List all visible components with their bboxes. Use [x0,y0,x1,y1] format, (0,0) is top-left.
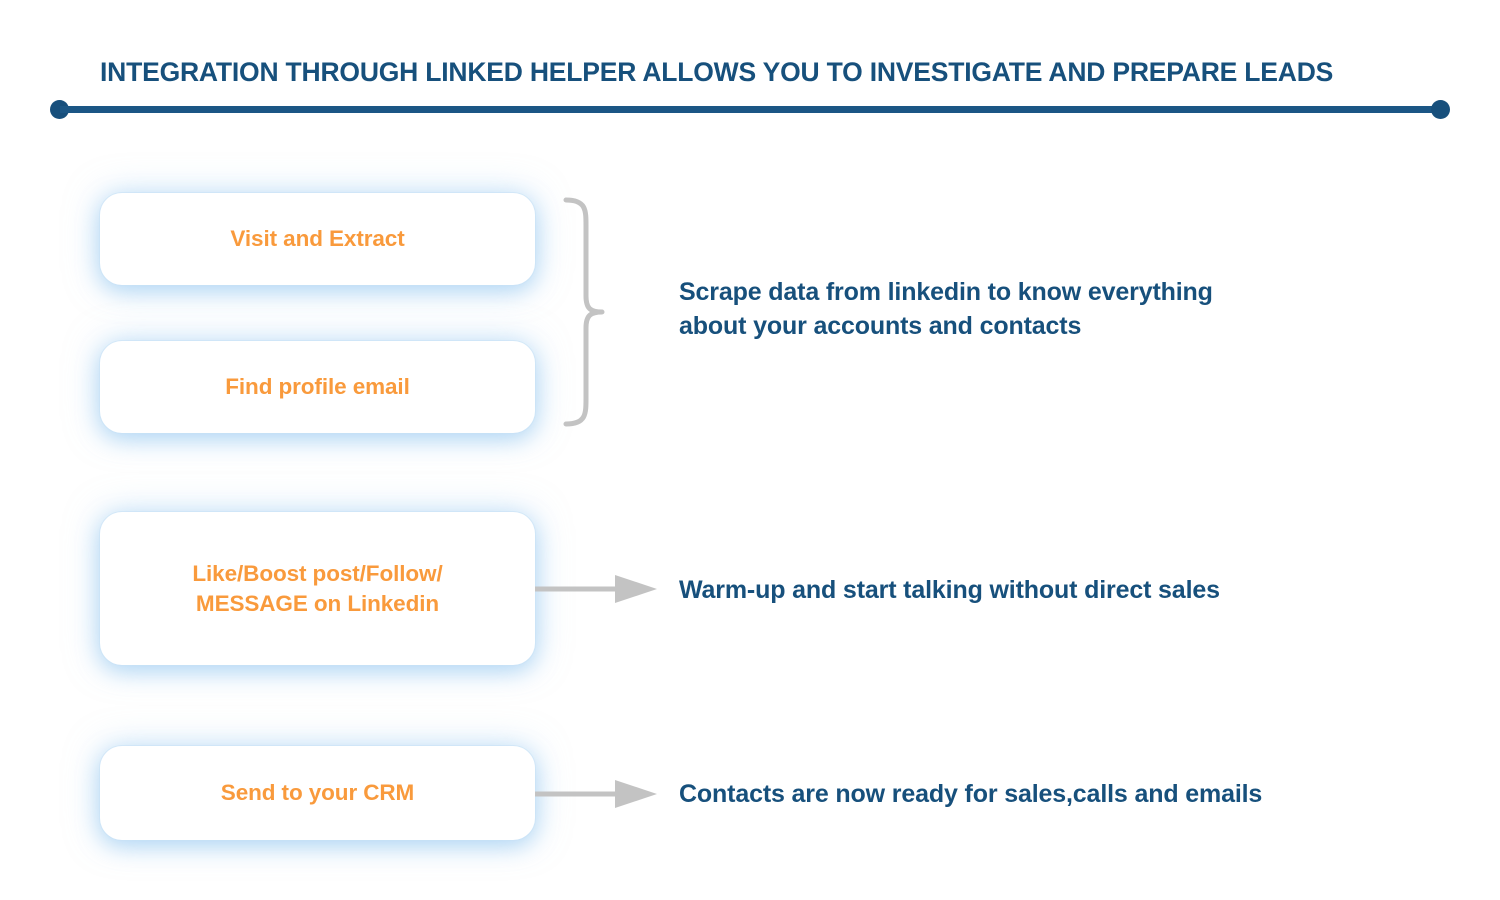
step-card-label: Visit and Extract [230,226,405,252]
curly-brace-icon [563,197,605,427]
arrow-right-icon [535,575,657,603]
step-card-label: Find profile email [225,374,410,400]
step-card-label: Like/Boost post/Follow/ MESSAGE on Linke… [192,560,443,616]
divider-bar [60,106,1440,113]
step-card-send-to-crm[interactable]: Send to your CRM [100,746,535,840]
step-card-engage-on-linkedin[interactable]: Like/Boost post/Follow/ MESSAGE on Linke… [100,512,535,665]
step-description-ready: Contacts are now ready for sales,calls a… [679,780,1263,808]
arrow-connector-engage [535,572,665,611]
page-title: INTEGRATION THROUGH LINKED HELPER ALLOWS… [100,57,1334,87]
arrow-connector-send-to-crm [535,777,665,816]
step-description-warmup: Warm-up and start talking without direct… [679,576,1220,604]
step-card-find-profile-email[interactable]: Find profile email [100,341,535,433]
header-divider [50,100,1450,119]
curly-brace-connector [560,196,620,433]
step-card-visit-extract[interactable]: Visit and Extract [100,193,535,285]
step-card-label: Send to your CRM [220,780,415,806]
step-description-scrape: Scrape data from linkedin to know everyt… [679,278,1213,340]
divider-dot-right-icon [1431,100,1450,119]
arrow-right-icon [535,780,657,808]
divider-dot-left-icon [50,100,69,119]
